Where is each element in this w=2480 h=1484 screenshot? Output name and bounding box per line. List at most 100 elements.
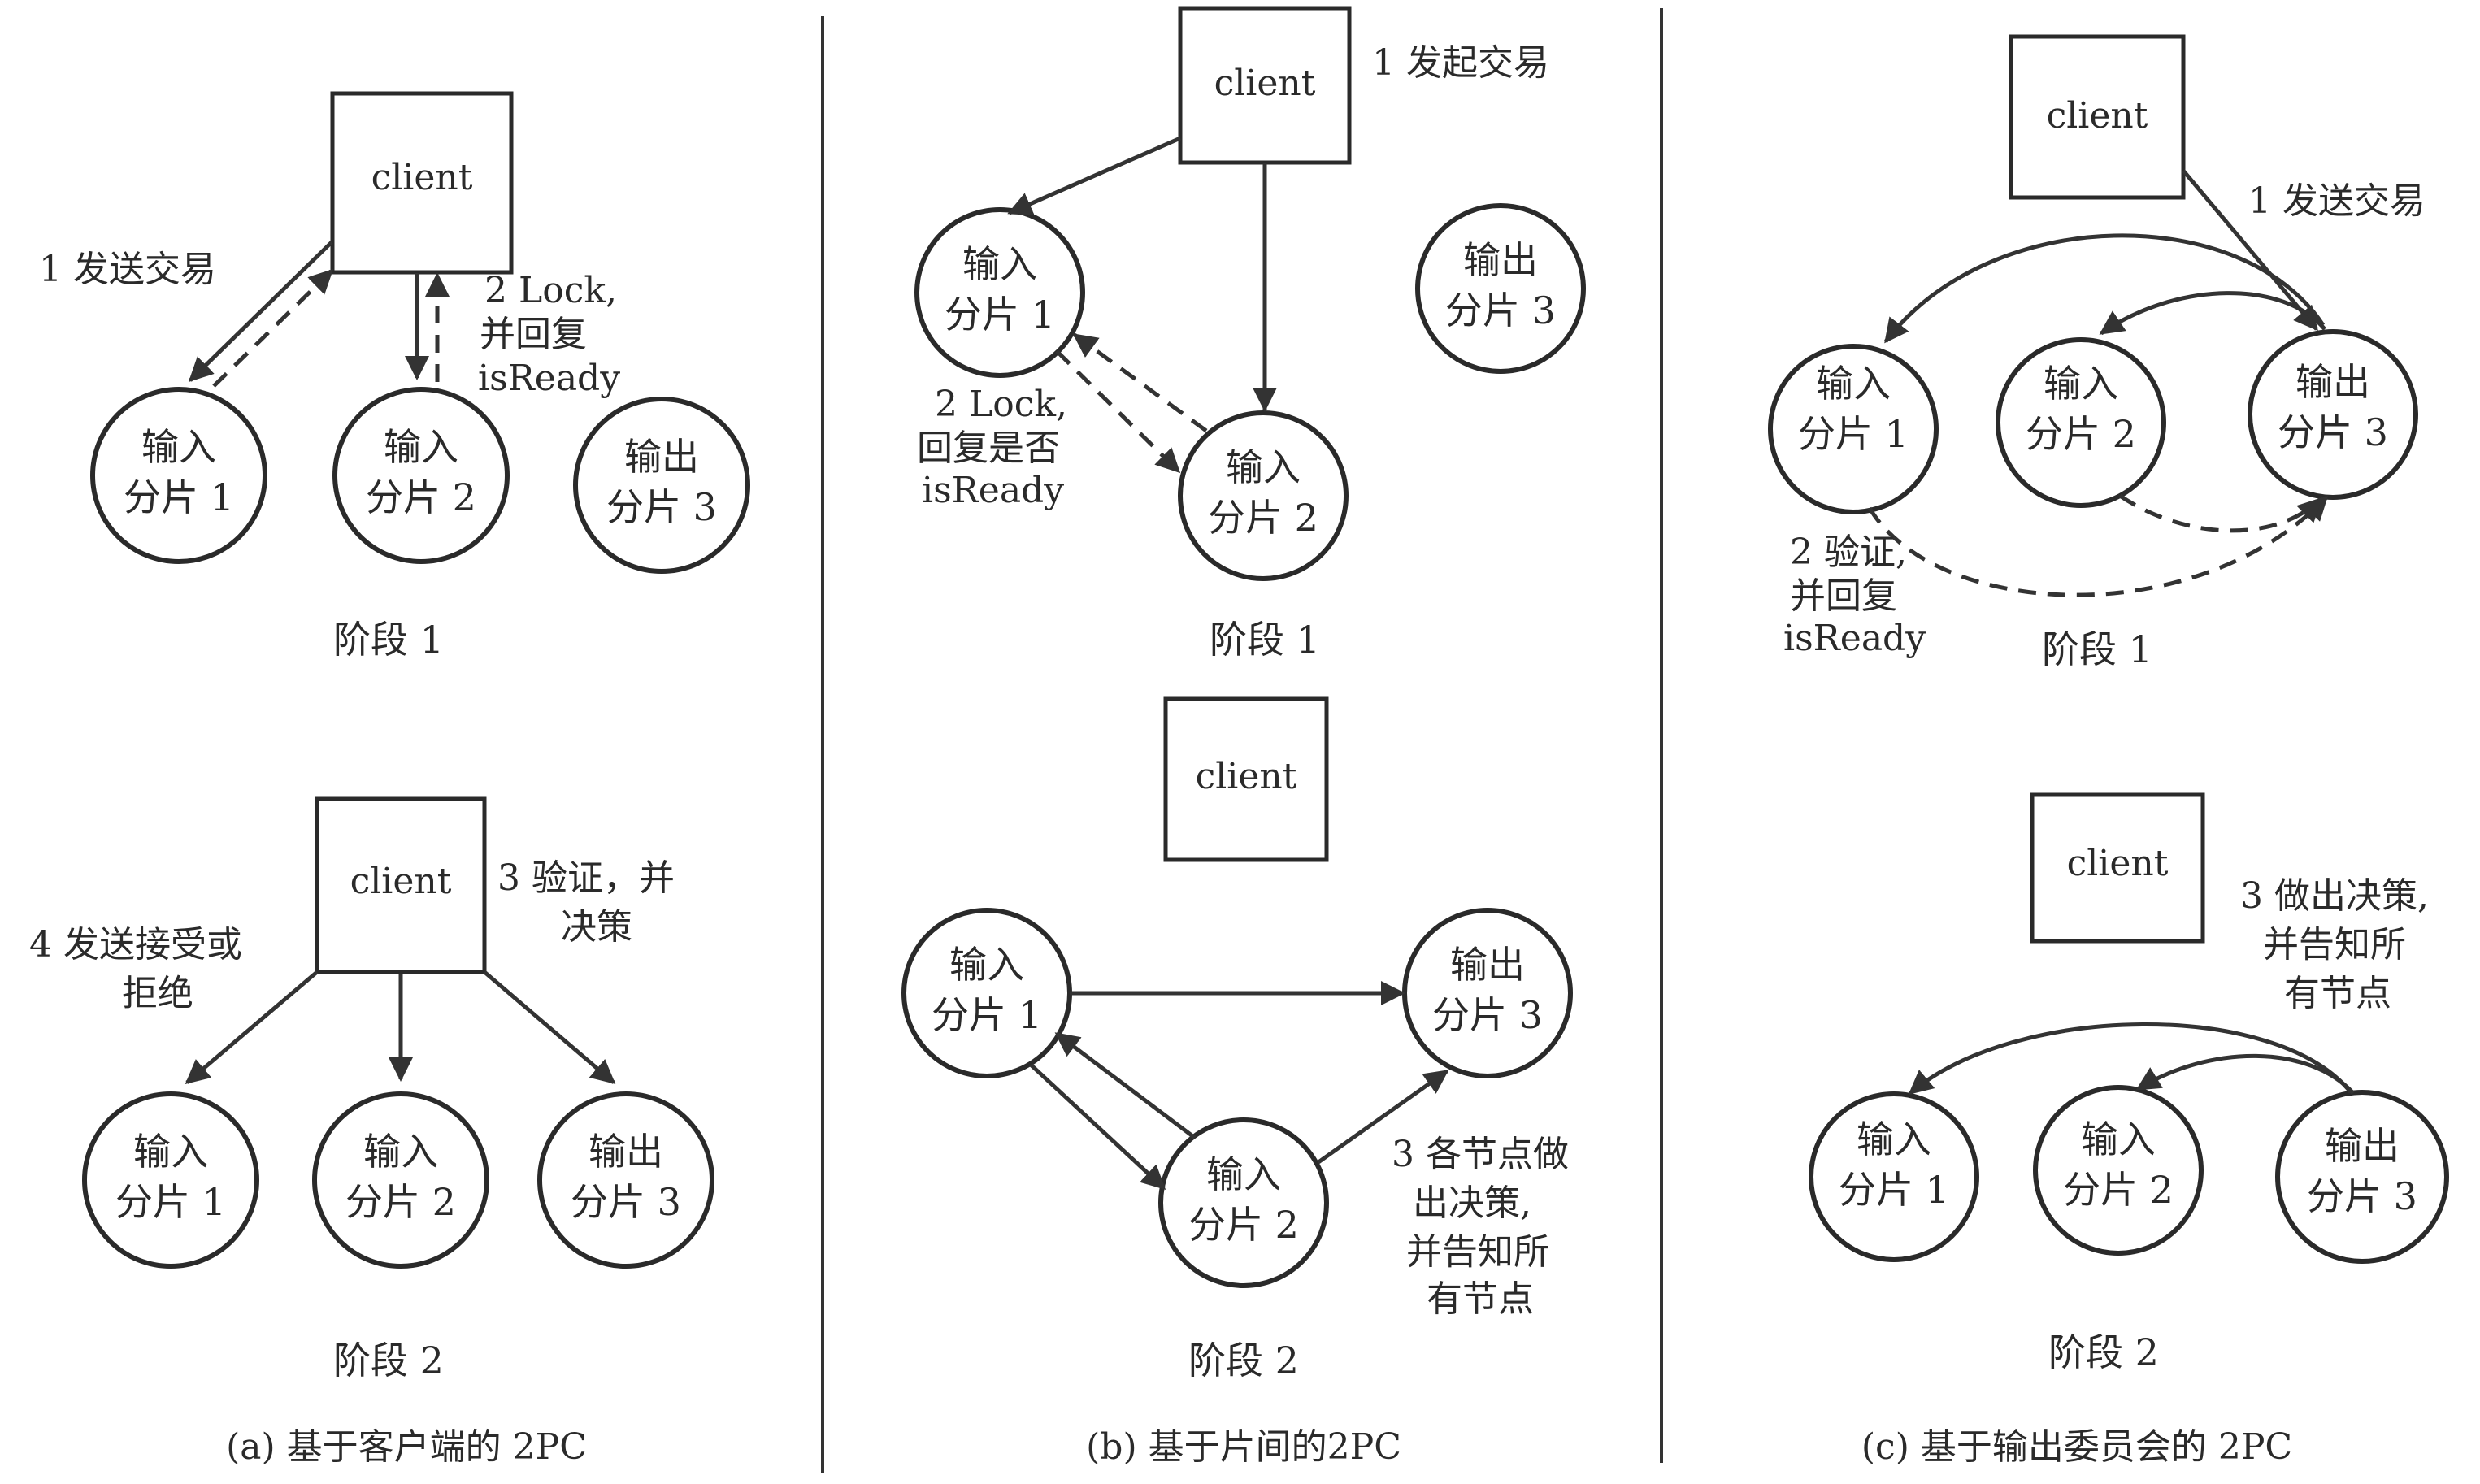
input-shard-2-node: [1996, 337, 2166, 508]
node-label-line2: 分片 2: [345, 1180, 456, 1224]
client-box: [315, 796, 487, 974]
node-label-line1: 输出: [2325, 1124, 2400, 1168]
step-4-label-line1: 4 发送接受或: [29, 924, 242, 965]
node-label-line2: 分片 3: [1432, 993, 1543, 1037]
reply-arrow-from-shard-1: [1867, 495, 2329, 597]
input-shard-1-node: [90, 387, 267, 564]
step-2-label-line1: 2 Lock,: [935, 384, 1067, 425]
reply-arrow-from-shard-1: [212, 268, 334, 388]
stage-2-title: 阶段 2: [1188, 1339, 1299, 1382]
step-2-label-line2: 并回复: [1790, 575, 1897, 617]
stage-2-title: 阶段 2: [2048, 1330, 2159, 1374]
reply-arrow-to-shard-1: [1072, 332, 1208, 433]
node-label-line1: 输出: [589, 1130, 663, 1174]
node-label-line2: 分片 2: [1188, 1203, 1299, 1247]
decision-arrow-shard-2-to-shard-1: [1054, 1032, 1197, 1139]
output-shard-3-node: [537, 1091, 714, 1269]
stage-1-title: 阶段 1: [2042, 627, 2152, 671]
reply-arrow-from-shard-2: [2118, 493, 2323, 533]
client-label: client: [350, 861, 452, 902]
client-label: client: [371, 157, 473, 198]
stage-1-title: 阶段 1: [333, 618, 444, 662]
decision-arrow-to-shard-1: [1908, 1022, 2352, 1095]
output-shard-3-node: [1415, 203, 1586, 374]
node-label-line2: 分片 1: [124, 475, 234, 519]
node-label-line1: 输入: [141, 425, 216, 469]
panel-b: client 输入 分片 1 输入 分片 2 输出 分片 3 1 发起交易 2 …: [901, 6, 1586, 1468]
node-label-line1: 输入: [2044, 362, 2118, 406]
decision-arrow-to-shard-1: [185, 970, 319, 1084]
node-label-line2: 分片 3: [606, 485, 717, 529]
step-3-label-line3: 有节点: [2284, 973, 2391, 1014]
step-1-label: 1 发送交易: [39, 249, 216, 290]
node-label-line2: 分片 2: [1208, 496, 1318, 540]
step-2-label-line3: isReady: [478, 358, 620, 399]
step-3-label-line2: 并告知所: [2263, 924, 2406, 965]
client-label: client: [1196, 756, 1297, 797]
node-label-line2: 分片 2: [2063, 1168, 2174, 1212]
client-label: client: [2047, 95, 2148, 137]
node-label-line2: 分片 1: [932, 993, 1042, 1037]
node-label-line1: 输出: [2295, 360, 2370, 404]
node-label-line2: 分片 2: [366, 475, 476, 519]
output-shard-3-node: [2248, 329, 2418, 500]
client-label: client: [1214, 63, 1316, 104]
step-3-label-line1: 3 做出决策,: [2240, 875, 2429, 917]
node-label-line2: 分片 3: [2307, 1174, 2417, 1218]
decision-arrow-shard-1-to-shard-2: [1029, 1063, 1166, 1191]
send-arrow-to-shard-1: [1007, 136, 1182, 215]
input-shard-1-node: [1768, 344, 1939, 514]
panel-a-stage-1: client 输入 分片 1 输入 分片 2 输出 分片 3 1 发送交易 2 …: [39, 91, 750, 662]
panel-b-stage-1: client 输入 分片 1 输入 分片 2 输出 分片 3 1 发起交易 2 …: [914, 6, 1586, 662]
node-label-line2: 分片 1: [1798, 412, 1909, 456]
client-box: [1163, 696, 1329, 862]
node-label-line1: 输入: [1816, 362, 1891, 406]
step-2-label-line3: isReady: [1783, 618, 1926, 659]
node-label-line1: 输入: [1226, 445, 1301, 489]
input-shard-2-node: [1178, 410, 1349, 581]
decision-arrow-to-shard-3: [483, 970, 616, 1084]
panel-caption: (c) 基于输出委员会的 2PC: [1861, 1426, 2292, 1468]
send-arrow-to-shard-1: [188, 241, 333, 383]
node-label-line1: 输入: [384, 425, 458, 469]
node-label-line2: 分片 3: [571, 1180, 681, 1224]
output-shard-3-node: [573, 397, 750, 574]
step-4-label-line2: 拒绝: [122, 973, 193, 1014]
panel-c: client 输入 分片 1 输入 分片 2 输出 分片 3 1 发送交易 2 …: [1768, 34, 2449, 1468]
step-2-label-line1: 2 Lock,: [484, 270, 617, 311]
forward-arrow-to-shard-1: [1884, 233, 2326, 344]
client-box: [330, 91, 514, 275]
node-label-line1: 输出: [1463, 238, 1538, 282]
input-shard-2-node: [312, 1091, 489, 1269]
step-2-label-line2: 并回复: [480, 314, 587, 355]
output-shard-3-node: [2275, 1090, 2449, 1264]
node-label-line1: 输出: [624, 435, 699, 479]
step-3-label-line1: 3 验证，并: [497, 857, 675, 899]
stage-1-title: 阶段 1: [1210, 618, 1320, 662]
step-3-label-line4: 有节点: [1427, 1278, 1534, 1320]
step-3-label-line1: 3 各节点做: [1392, 1134, 1569, 1175]
panel-c-stage-2: client 输入 分片 1 输入 分片 2 输出 分片 3 3 做出决策, 并…: [1809, 792, 2449, 1374]
panel-c-stage-1: client 输入 分片 1 输入 分片 2 输出 分片 3 1 发送交易 2 …: [1768, 34, 2426, 671]
input-shard-2-node: [1158, 1117, 1329, 1288]
input-shard-2-node: [2033, 1085, 2204, 1256]
step-3-label-line2: 决策: [561, 906, 632, 948]
node-label-line1: 输入: [363, 1130, 438, 1174]
node-label-line1: 输入: [2081, 1117, 2156, 1161]
node-label-line2: 分片 1: [1839, 1168, 1949, 1212]
node-label-line2: 分片 1: [945, 293, 1055, 336]
step-3-label-line3: 并告知所: [1406, 1231, 1549, 1273]
client-label: client: [2067, 843, 2169, 884]
lock-arrow-to-shard-2: [1055, 349, 1181, 474]
panel-a-stage-2: client 输入 分片 1 输入 分片 2 输出 分片 3 3 验证，并 决策…: [29, 796, 714, 1382]
forward-arrow-to-shard-2: [2099, 291, 2326, 336]
panel-b-stage-2: client 输入 分片 1 输入 分片 2 输出 分片 3 3 各节点做 出决…: [901, 696, 1573, 1382]
panel-caption: (b) 基于片间的2PC: [1086, 1426, 1401, 1468]
decision-arrow-shard-2-to-shard-3: [1317, 1069, 1449, 1165]
node-label-line1: 输入: [949, 943, 1024, 987]
step-1-label: 1 发送交易: [2248, 180, 2426, 222]
input-shard-1-node: [82, 1091, 259, 1269]
decision-arrow-to-shard-2: [2135, 1053, 2355, 1095]
step-2-label-line2: 回复是否: [917, 427, 1060, 469]
